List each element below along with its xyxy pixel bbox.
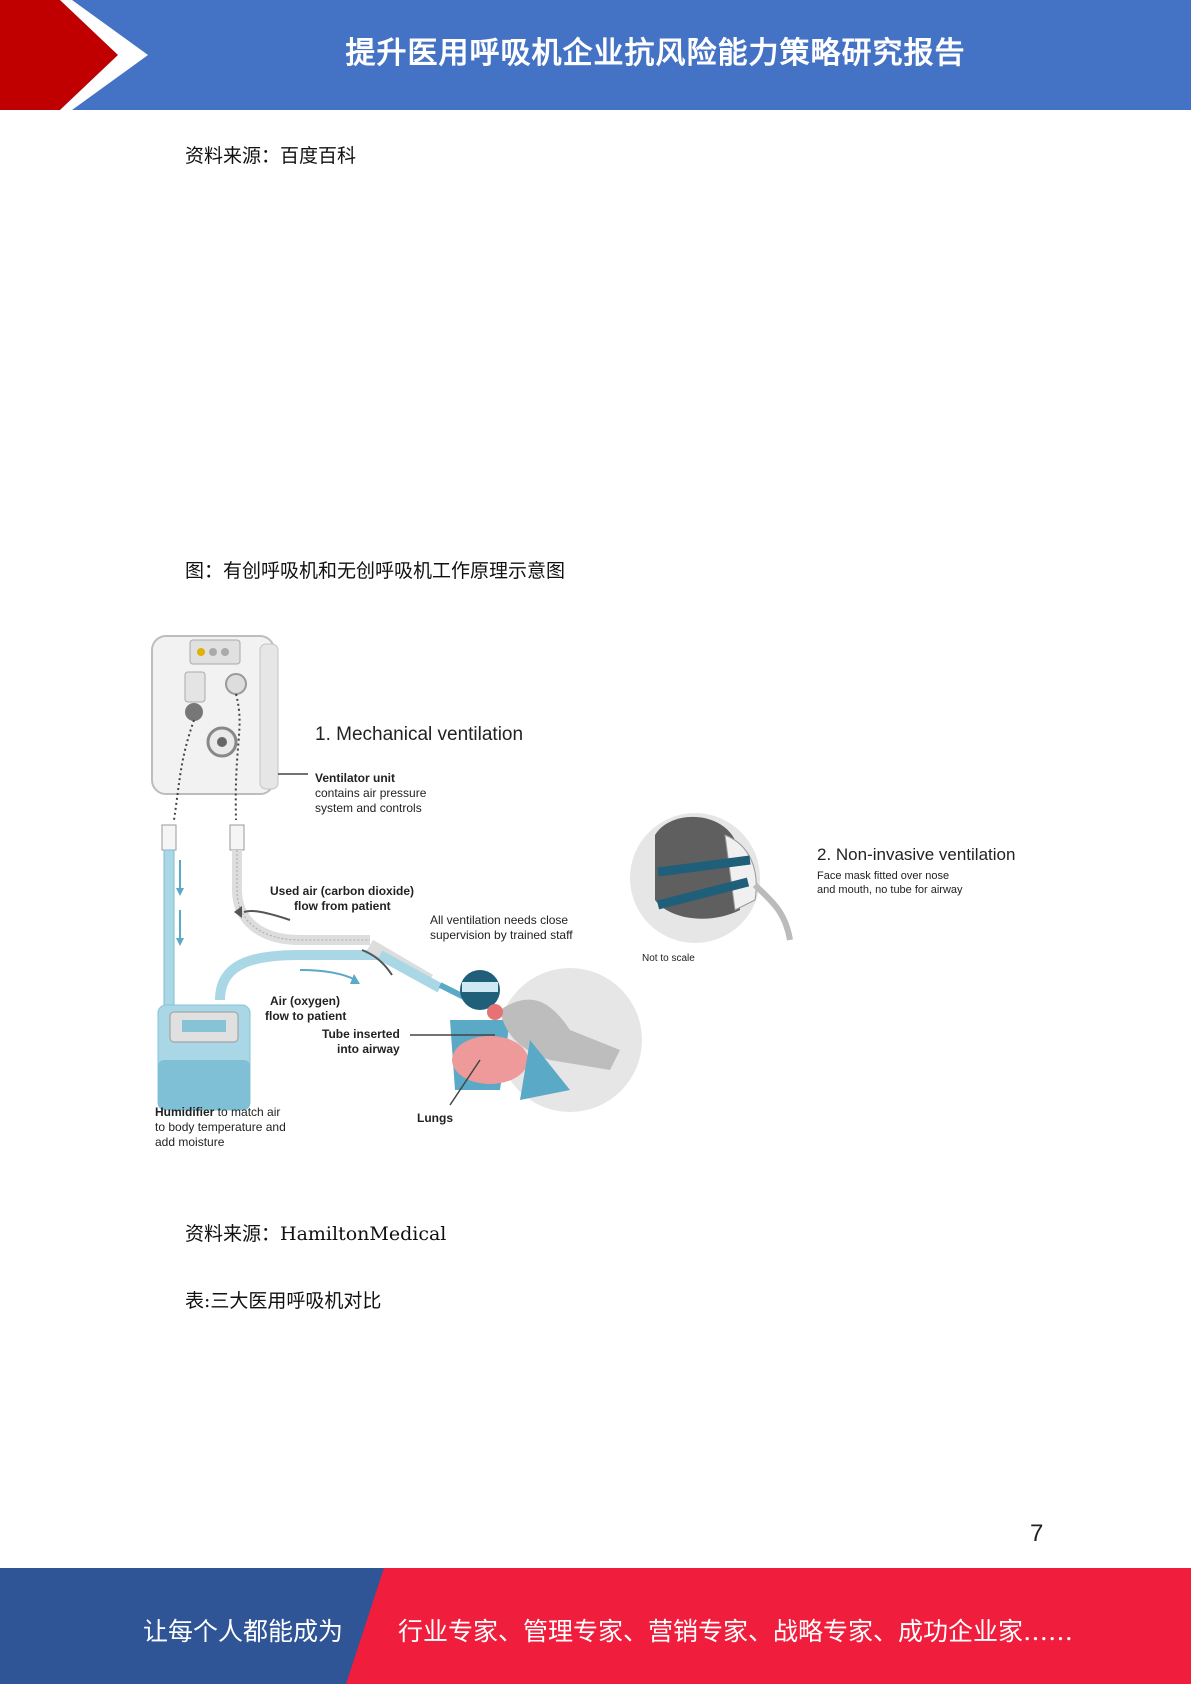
header-title: 提升医用呼吸机企业抗风险能力策略研究报告 bbox=[345, 36, 966, 71]
tube-label-2: into airway bbox=[337, 1042, 400, 1056]
page-number: 7 bbox=[1030, 1520, 1044, 1547]
not-to-scale-label: Not to scale bbox=[642, 953, 695, 964]
circuit-tubes bbox=[161, 824, 472, 1011]
ventilator-desc-1: contains air pressure bbox=[315, 786, 427, 800]
humidifier-illustration bbox=[157, 1004, 251, 1111]
mech-title: 1. Mechanical ventilation bbox=[315, 724, 523, 745]
niv-panel bbox=[630, 813, 793, 943]
page-header: 提升医用呼吸机企业抗风险能力策略研究报告 bbox=[0, 0, 1191, 110]
air-oxygen-label-1: Air (oxygen) bbox=[270, 994, 340, 1008]
table-title: 表:三大医用呼吸机对比 bbox=[185, 1290, 382, 1312]
humidifier-label-2: to body temperature and bbox=[155, 1120, 286, 1134]
footer-background-graphic bbox=[0, 1568, 1191, 1684]
supervision-label-2: supervision by trained staff bbox=[430, 928, 573, 942]
page-footer: 让每个人都能成为 行业专家、管理专家、营销专家、战略专家、成功企业家…… bbox=[0, 1568, 1191, 1684]
ventilator-label: Ventilator unit bbox=[315, 771, 395, 785]
source-note-2: 资料来源：HamiltonMedical bbox=[185, 1223, 447, 1245]
ventilation-diagram: 1. Mechanical ventilation Ventilator uni… bbox=[150, 620, 1050, 1165]
tube-label-1: Tube inserted bbox=[322, 1027, 400, 1041]
used-air-label-1: Used air (carbon dioxide) bbox=[270, 884, 414, 898]
ventilator-unit-illustration bbox=[151, 635, 308, 821]
air-oxygen-label-2: flow to patient bbox=[265, 1009, 346, 1023]
footer-slogan-left: 让每个人都能成为 bbox=[143, 1617, 344, 1646]
header-chevron-graphic bbox=[0, 0, 148, 110]
lungs-label: Lungs bbox=[417, 1111, 453, 1125]
footer-slogan-right: 行业专家、管理专家、营销专家、战略专家、成功企业家…… bbox=[398, 1617, 1074, 1646]
supervision-label-1: All ventilation needs close bbox=[430, 913, 568, 927]
niv-desc-2: and mouth, no tube for airway bbox=[817, 884, 963, 896]
figure-title: 图：有创呼吸机和无创呼吸机工作原理示意图 bbox=[185, 560, 566, 582]
source-note-1: 资料来源：百度百科 bbox=[185, 145, 357, 167]
patient-illustration bbox=[410, 968, 642, 1112]
humidifier-label-1: Humidifier to match air bbox=[155, 1105, 280, 1119]
used-air-label-2: flow from patient bbox=[294, 899, 391, 913]
humidifier-label-3: add moisture bbox=[155, 1135, 225, 1149]
niv-desc-1: Face mask fitted over nose bbox=[817, 870, 949, 882]
niv-title: 2. Non-invasive ventilation bbox=[817, 845, 1015, 864]
ventilator-desc-2: system and controls bbox=[315, 801, 422, 815]
